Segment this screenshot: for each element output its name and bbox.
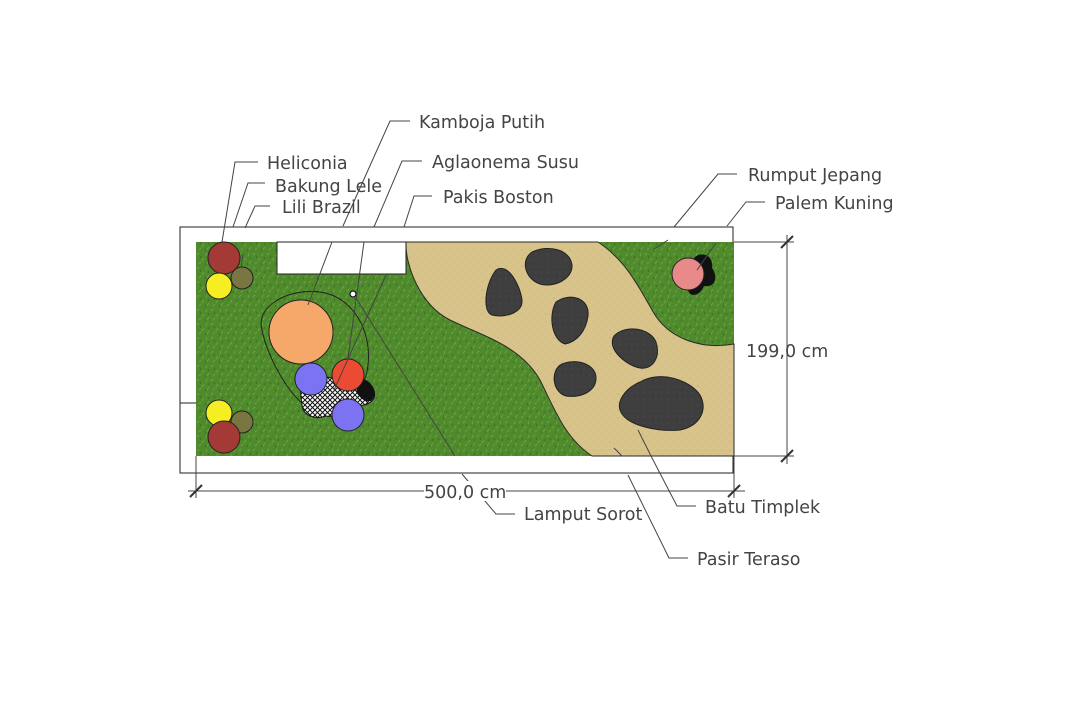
white-bed (276, 241, 407, 275)
planting-bed-outline (260, 290, 370, 413)
label-heliconia: Heliconia (267, 154, 348, 174)
leader-pakis-boston (403, 195, 432, 228)
stepping-stone (551, 296, 589, 345)
bakung-lele-plant (230, 266, 254, 290)
label-aglaonema-susu: Aglaonema Susu (432, 153, 579, 173)
leader-heliconia (221, 161, 258, 243)
label-batu-timplek: Batu Timplek (705, 498, 821, 518)
label-pasir-teraso: Pasir Teraso (697, 550, 800, 570)
label-pakis-boston: Pakis Boston (443, 188, 554, 208)
label-rumput-jepang: Rumput Jepang (748, 166, 882, 186)
dim-width-bg (424, 481, 506, 501)
label-lampu-sorot: Lamput Sorot (524, 505, 642, 525)
stepping-stone (553, 361, 597, 397)
label-palem-kuning: Palem Kuning (775, 194, 894, 214)
leader-kamboja-putih-inner (307, 241, 333, 306)
stepping-stone (618, 376, 704, 431)
leader-palem-inner (696, 242, 717, 271)
dim-tick (727, 484, 741, 498)
leader-rumput-jepang (673, 173, 737, 228)
dim-tick (189, 484, 203, 498)
leader-lili-brazil (244, 205, 270, 229)
dim-tick (780, 235, 794, 249)
label-lili-brazil: Lili Brazil (282, 198, 361, 218)
aglaonema-purple (294, 362, 328, 396)
leader-palem-kuning (726, 201, 765, 227)
spotlight-lamp (349, 290, 357, 298)
aglaonema-red (331, 358, 365, 392)
leader-lampu-inner (355, 297, 456, 457)
stepping-stone (611, 328, 658, 369)
stepping-stone (524, 248, 573, 286)
leader-pakis-inner (333, 274, 387, 391)
palem-kuning-plant (671, 257, 705, 291)
kamboja-putih-plant (268, 299, 334, 365)
aglaonema-purple (331, 398, 365, 432)
leader-batu-timplek (650, 455, 696, 507)
label-bakung-lele: Bakung Lele (275, 177, 382, 197)
lili-brazil-plant (205, 272, 233, 300)
leader-aglaonema-inner (347, 241, 365, 359)
leader-bakung-lele-inner (240, 253, 244, 269)
leader-bakung-lele (232, 182, 265, 228)
leader-kamboja-putih (342, 120, 410, 227)
heliconia-plant (207, 420, 241, 454)
dim-height-label: 199,0 cm (746, 342, 828, 362)
leader-rumput-inner (653, 239, 669, 250)
leader-batu-inner (637, 429, 652, 457)
label-kamboja-putih: Kamboja Putih (419, 113, 545, 133)
heliconia-plant (207, 241, 241, 275)
stepping-stone (485, 267, 523, 317)
leader-pasir-teraso (627, 474, 688, 559)
leader-aglaonema-susu (373, 160, 422, 228)
dim-tick (780, 449, 794, 463)
dim-width-label: 500,0 cm (424, 483, 506, 503)
leader-pasir-inner (613, 447, 623, 457)
